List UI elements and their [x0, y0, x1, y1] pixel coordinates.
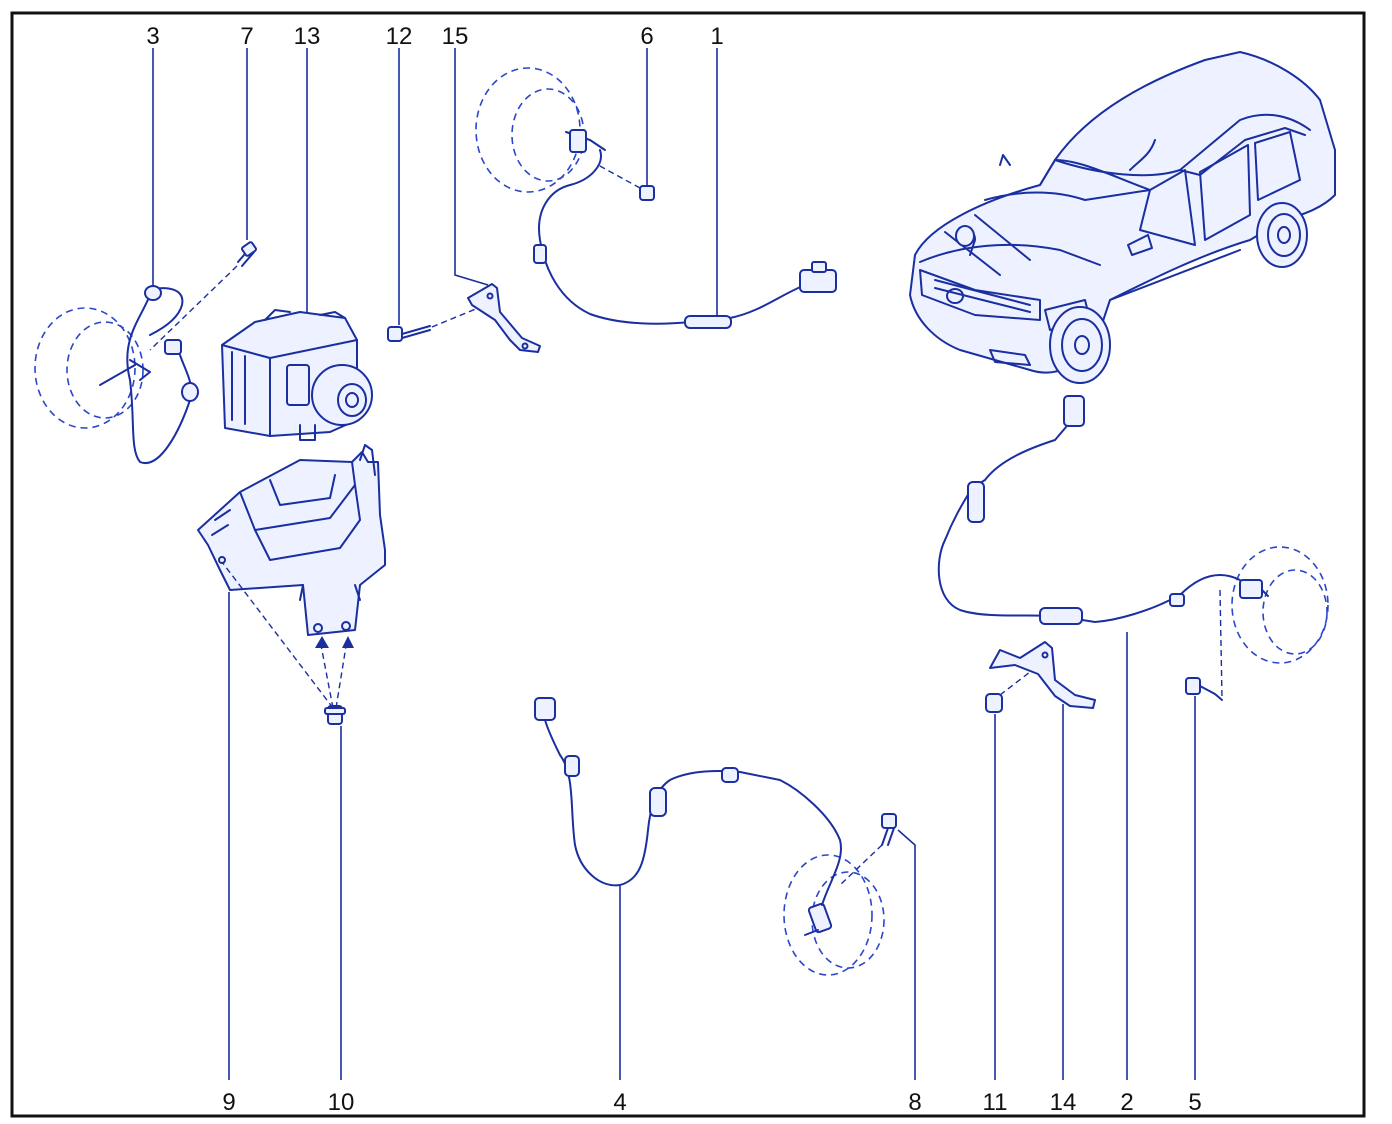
part-4-sensor-rear-left [534, 697, 885, 976]
part-8-bolt [839, 813, 897, 886]
callout-11: 11 [983, 1089, 1008, 1116]
part-12-bolt [387, 307, 479, 342]
callout-numbers-bottom: 9 10 4 8 11 14 2 5 [222, 1089, 1201, 1116]
part-5-bolt [1185, 677, 1223, 701]
part-14-bracket [989, 641, 1096, 709]
diagram-frame [10, 11, 1366, 1118]
callout-13: 13 [294, 23, 321, 50]
callout-5: 5 [1188, 1089, 1201, 1116]
callout-14: 14 [1050, 1089, 1077, 1116]
callout-10: 10 [328, 1089, 355, 1116]
callout-2: 2 [1120, 1089, 1133, 1116]
part-6-bolt [597, 164, 655, 201]
callout-3: 3 [146, 23, 159, 50]
callout-9: 9 [222, 1089, 235, 1116]
part-7-bolt [149, 241, 257, 351]
callout-1: 1 [710, 23, 723, 50]
leader-lines [152, 48, 1196, 1080]
part-9-abs-bracket [197, 444, 386, 636]
callout-15: 15 [442, 23, 469, 50]
part-10-bolt [221, 561, 354, 725]
callout-4: 4 [613, 1089, 626, 1116]
part-13-abs-unit [221, 309, 373, 441]
part-3-sensor-front-left [34, 285, 199, 465]
callout-numbers-top: 3 7 13 12 15 6 1 [146, 23, 723, 50]
part-11-bolt [985, 693, 1003, 713]
callout-12: 12 [386, 23, 413, 50]
part-2-sensor-rear-right [937, 395, 1329, 699]
part-15-bracket [467, 283, 541, 353]
callout-7: 7 [240, 23, 253, 50]
callout-8: 8 [908, 1089, 921, 1116]
car-illustration [909, 51, 1336, 384]
part-1-sensor-front-right [475, 67, 837, 329]
callout-6: 6 [640, 23, 653, 50]
